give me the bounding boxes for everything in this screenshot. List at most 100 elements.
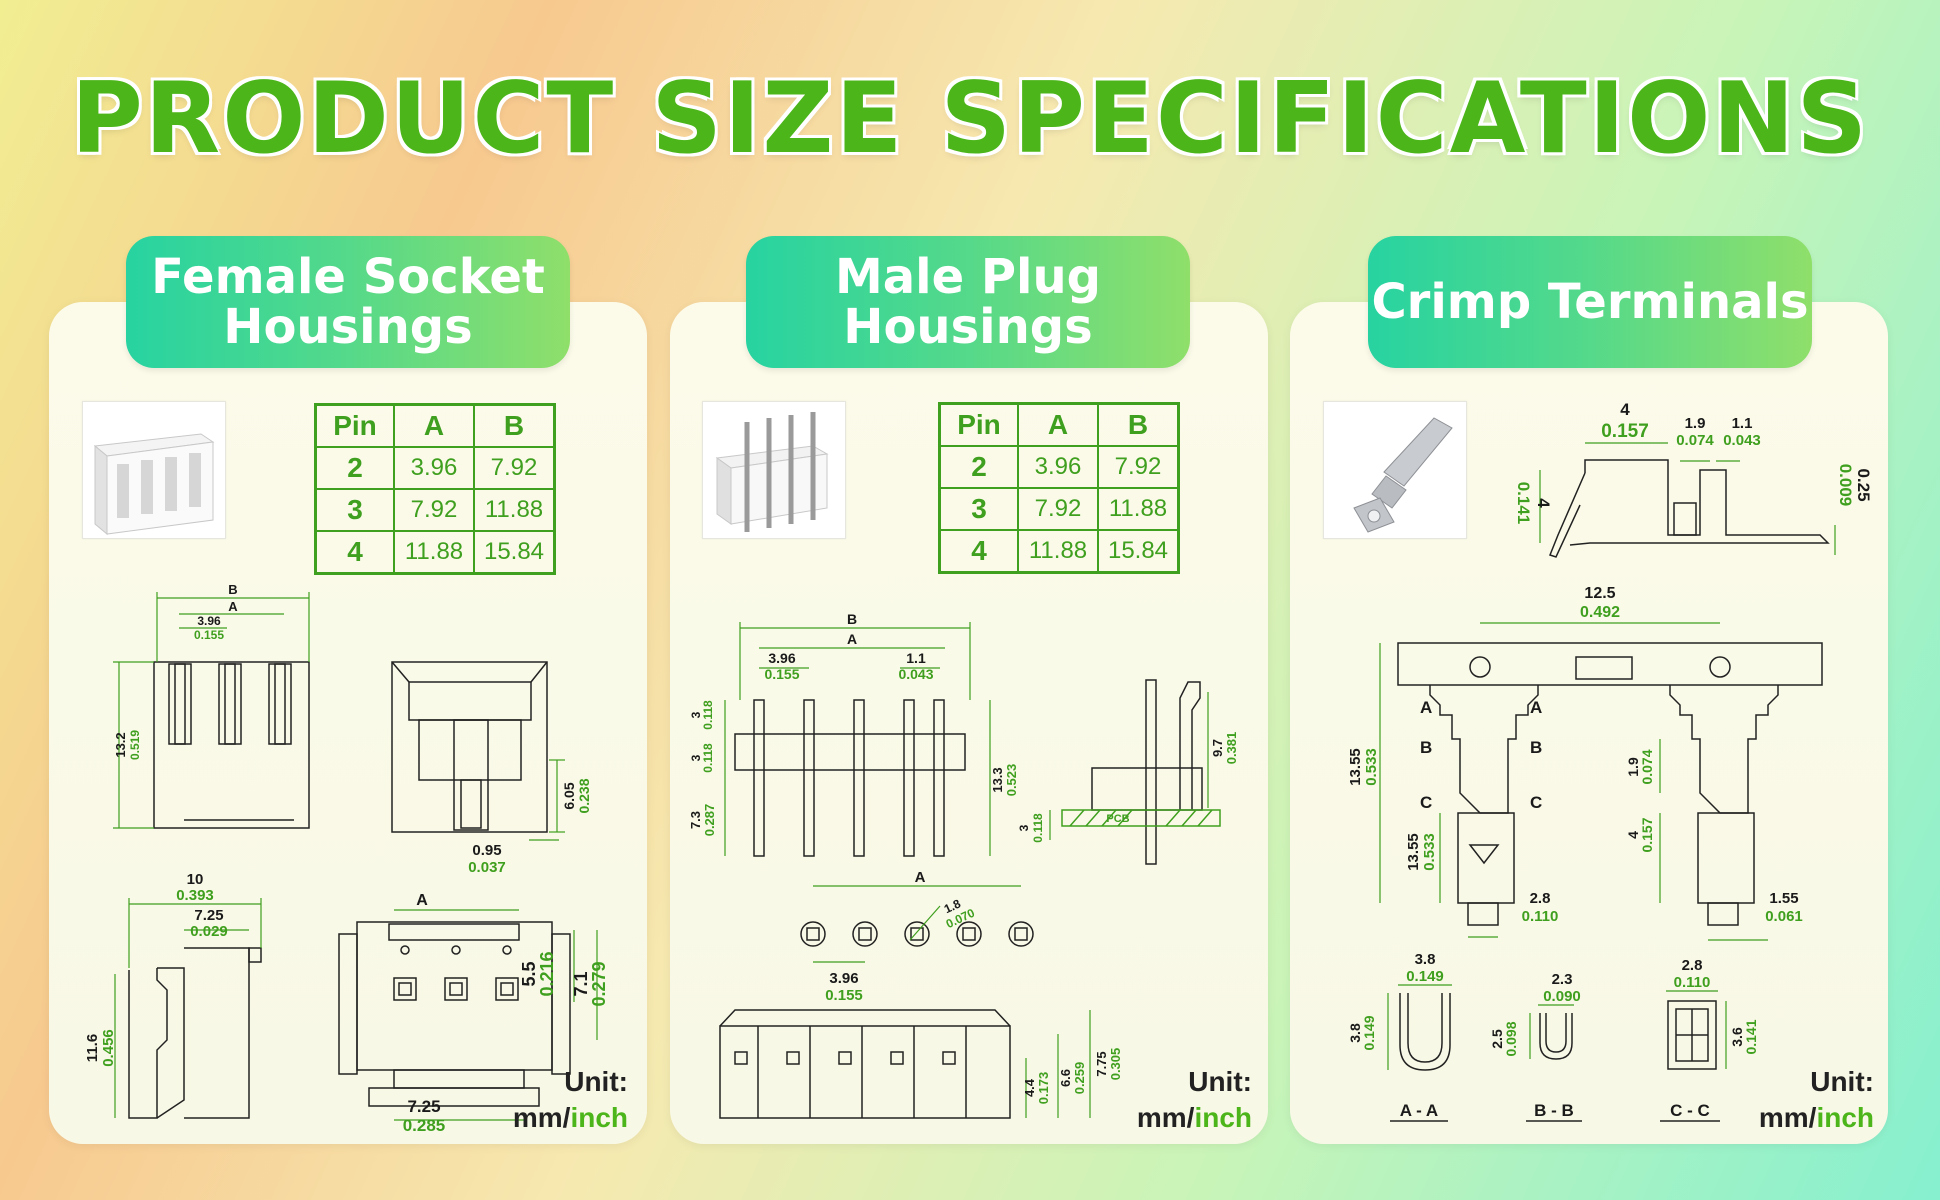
unit-label: Unit: (564, 1066, 628, 1097)
unit-mm: mm/ (1136, 1102, 1195, 1133)
dim-top-a: A (416, 892, 428, 909)
dim-1-1-in: 0.043 (1723, 432, 1761, 449)
col-header-b: B (1097, 402, 1180, 447)
dim-1-1-mm: 1.1 (906, 650, 926, 666)
pin-cell: 4 (314, 530, 395, 575)
female-socket-drawing: B A 3.96 0.155 13.2 0.519 6.05 0.238 0.9… (84, 582, 609, 1135)
male-plug-unit-legend: Unit: mm/inch (1094, 1064, 1252, 1136)
pin-cell: 3 (314, 488, 395, 532)
col-header-b: B (473, 403, 556, 448)
b-cell: 15.84 (473, 530, 556, 575)
dim-6-05-mm: 6.05 (561, 782, 577, 809)
male-plug-drawing: B A 3.96 0.155 1.1 0.043 3 0.118 3 0.118… (688, 611, 1239, 1119)
dim-3c-mm: 3 (1017, 824, 1031, 831)
dim-height-in: 0.519 (128, 730, 142, 760)
bb-width-in: 0.090 (1543, 988, 1581, 1005)
pin-cell: 2 (938, 445, 1019, 489)
dim-a: A (847, 631, 857, 647)
b-cell: 11.88 (1097, 487, 1180, 531)
plug-front-view (734, 699, 966, 857)
dim-2-8-in: 0.110 (1522, 908, 1559, 925)
table-row: 3 7.92 11.88 (938, 487, 1180, 531)
dim-6-6-mm: 6.6 (1058, 1069, 1073, 1087)
b-cell: 15.84 (1097, 529, 1180, 574)
section-c-right: C (1530, 793, 1542, 812)
dim-4-4-mm: 4.4 (1022, 1078, 1037, 1097)
heading-line-1: Crimp Terminals (1371, 274, 1809, 330)
dim-4r-mm: 4 (1625, 831, 1641, 839)
cc-width-in: 0.110 (1674, 974, 1711, 991)
dim-4r-in: 0.157 (1639, 817, 1655, 852)
dim-7-3-mm: 7.3 (688, 811, 703, 829)
unit-mm: mm/ (512, 1102, 571, 1133)
dim-1-55-in: 0.061 (1765, 908, 1803, 925)
terminal-side-profile (1549, 459, 1830, 558)
terminal-carrier-strip (1397, 642, 1823, 686)
pcb-label: PCB (1106, 813, 1129, 825)
dim-a: A (228, 599, 238, 614)
heading-line-1: Male Plug (834, 249, 1102, 305)
dim-9-7-mm: 9.7 (1210, 739, 1225, 757)
col-header-pin: Pin (938, 402, 1019, 447)
dim-4v-mm: 4 (1534, 498, 1553, 508)
dim-13-3-mm: 13.3 (990, 767, 1005, 792)
dim-height-mm: 13.2 (113, 732, 128, 757)
pin-cell: 2 (314, 446, 395, 490)
dim-13-3-in: 0.523 (1004, 764, 1019, 797)
unit-label: Unit: (1188, 1066, 1252, 1097)
aa-height-in: 0.149 (1361, 1015, 1377, 1050)
dim-7-1-mm: 7.1 (571, 971, 591, 996)
socket-profile-view (128, 947, 262, 1119)
cc-height-in: 0.141 (1743, 1019, 1759, 1054)
female-socket-spec-table: Pin A B 2 3.96 7.92 3 7.92 11.88 4 11.88… (314, 403, 556, 575)
dim-3a-mm: 3 (689, 711, 703, 718)
section-b-left: B (1420, 738, 1432, 757)
dim-1-9-mm: 1.9 (1685, 415, 1706, 432)
section-a-a-view (1399, 993, 1451, 1071)
dim-13-55b-in: 0.533 (1421, 833, 1438, 871)
heading-line-2: Housings (223, 299, 473, 355)
dim-7-3-in: 0.287 (702, 804, 717, 837)
dim-3b-mm: 3 (689, 754, 703, 761)
table-row: 3 7.92 11.88 (314, 488, 556, 532)
dim-pitch2-in: 0.155 (825, 987, 863, 1004)
crimp-terminal-illustration (1353, 417, 1453, 533)
dim-1-1-mm: 1.1 (1732, 415, 1753, 432)
aa-width-mm: 3.8 (1415, 951, 1436, 968)
section-c-left: C (1420, 793, 1432, 812)
male-plug-photo (702, 401, 846, 539)
terminal-left (1429, 685, 1539, 926)
dim-3c-in: 0.118 (1031, 813, 1045, 843)
dim-0-95-mm: 0.95 (472, 842, 501, 859)
dim-7-1-in: 0.279 (589, 961, 609, 1006)
section-a-left: A (1420, 698, 1432, 717)
dim-0-25-in: 0.009 (1836, 464, 1855, 507)
unit-inch: inch (1816, 1102, 1874, 1133)
female-socket-illustration (93, 433, 215, 536)
dim-10-in: 0.393 (176, 887, 214, 904)
dim-b: B (847, 611, 857, 627)
dim-4-in: 0.157 (1601, 421, 1649, 442)
dim-6-05-in: 0.238 (576, 778, 592, 813)
plug-hole-pattern (800, 921, 1034, 947)
female-socket-unit-legend: Unit: mm/inch (470, 1064, 628, 1136)
dim-12-5-mm: 12.5 (1584, 585, 1615, 602)
dim-1-55-mm: 1.55 (1769, 890, 1798, 907)
socket-top-view (338, 921, 571, 1107)
section-c-c-view (1667, 1000, 1717, 1070)
b-cell: 7.92 (473, 446, 556, 490)
dim-3a-in: 0.118 (701, 700, 715, 730)
bb-width-mm: 2.3 (1552, 971, 1573, 988)
section-b-right: B (1530, 738, 1542, 757)
cc-height-mm: 3.6 (1729, 1027, 1745, 1047)
dim-b: B (228, 582, 237, 597)
dim-13-55a-mm: 13.55 (1347, 748, 1364, 786)
socket-side-view (391, 661, 548, 833)
section-label-c-c: C - C (1670, 1101, 1710, 1120)
crimp-terminal-heading: Crimp Terminals (1368, 236, 1812, 368)
table-row: 4 11.88 15.84 (314, 530, 556, 575)
unit-mm: mm/ (1758, 1102, 1817, 1133)
pin-cell: 3 (938, 487, 1019, 531)
dim-9-7-in: 0.381 (1224, 732, 1239, 765)
